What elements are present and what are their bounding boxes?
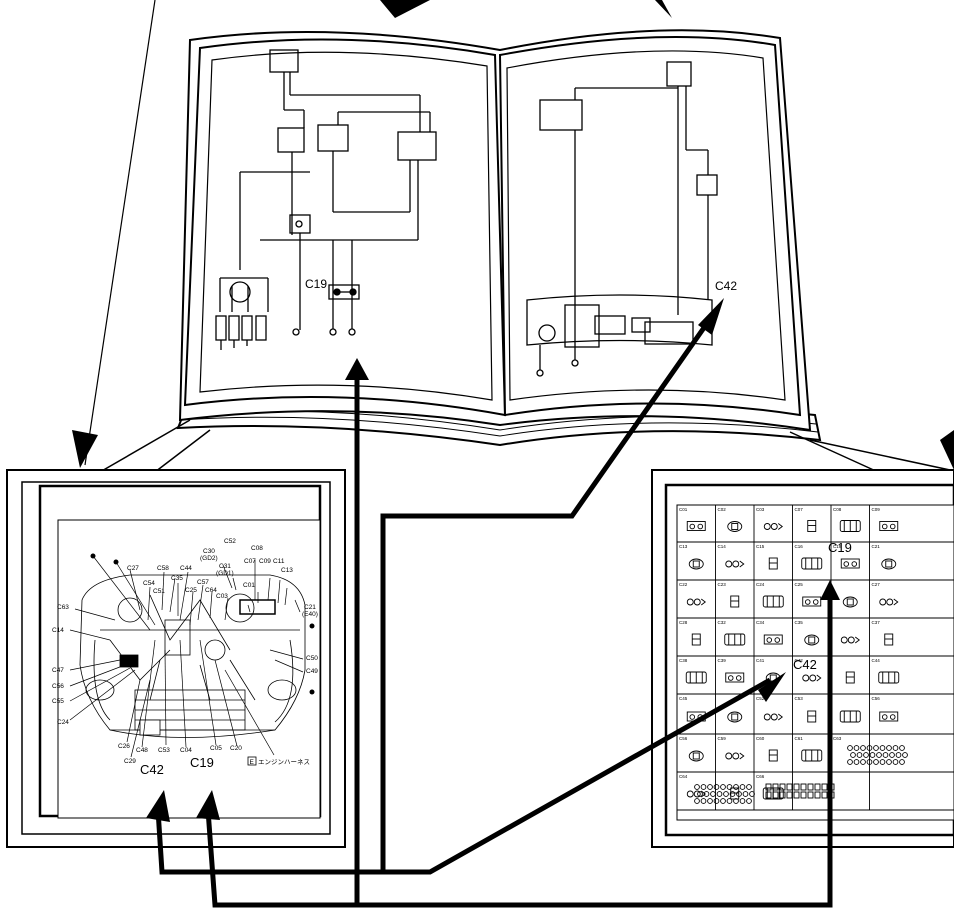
callout-gd2: (GD2) xyxy=(200,555,218,562)
callout-c25: C25 xyxy=(185,587,197,594)
connector-cell-label: C28 xyxy=(679,620,688,625)
callout-c54: C54 xyxy=(143,580,155,587)
connector-cell-label: C22 xyxy=(679,582,688,587)
callout-c07: C07 xyxy=(244,558,256,565)
right-page-connector-label: C42 xyxy=(715,279,737,293)
connector-cell-label: C09 xyxy=(872,507,881,512)
callout-c31: C31 xyxy=(219,563,231,570)
connector-cell-label: C21 xyxy=(872,544,881,549)
callout-c48: C48 xyxy=(136,747,148,754)
callout-c55: C55 xyxy=(52,698,64,705)
legend-text: エンジンハーネス xyxy=(258,758,310,766)
connector-cell-label: C35 xyxy=(795,620,804,625)
connector-cell-label: C14 xyxy=(718,544,727,549)
legend-mark: E xyxy=(250,759,255,766)
connector-cell-label: C45 xyxy=(679,696,688,701)
callout-c52: C52 xyxy=(224,538,236,545)
callout-c08: C08 xyxy=(251,545,263,552)
callout-c20: C20 xyxy=(230,745,242,752)
connector-cell-label: C41 xyxy=(756,658,765,663)
connector-cell-label: C56 xyxy=(872,696,881,701)
connector-cell-label: C37 xyxy=(872,620,881,625)
callout-c57: C57 xyxy=(197,579,209,586)
callout-c58: C58 xyxy=(157,565,169,572)
callout-dot xyxy=(114,560,119,565)
connector-cell-label: C08 xyxy=(833,507,842,512)
callout-dot xyxy=(310,690,315,695)
callout-c56: C56 xyxy=(52,683,64,690)
connector-cell-label: C13 xyxy=(679,544,688,549)
connector-cell-label: C03 xyxy=(756,507,765,512)
connector-cell-label: C59 xyxy=(718,736,727,741)
connector-cell-label: C15 xyxy=(756,544,765,549)
callout-c21: C21 xyxy=(304,604,316,611)
connector-cell-label: C63 xyxy=(833,736,842,741)
connector-cell-label: C02 xyxy=(718,507,727,512)
connector-cell-label: C66 xyxy=(756,774,765,779)
connector-cell-label: C34 xyxy=(756,620,765,625)
connector-cell-label: C53 xyxy=(795,696,804,701)
callout-c14: C14 xyxy=(52,627,64,634)
callout-c01: C01 xyxy=(243,582,255,589)
left-page-connector-label: C19 xyxy=(305,277,327,291)
connector-cell-label: C39 xyxy=(718,658,727,663)
callout-c13: C13 xyxy=(281,567,293,574)
callout-c26: C26 xyxy=(118,743,130,750)
connector-cell-label: C25 xyxy=(795,582,804,587)
callout-c44: C44 xyxy=(180,565,192,572)
callout-c05: C05 xyxy=(210,745,222,752)
connector-highlight-c42: C42 xyxy=(793,657,817,672)
connector-cell-label: C24 xyxy=(756,582,765,587)
connector-cell-label: C07 xyxy=(795,507,804,512)
connector-cell-label: C01 xyxy=(679,507,688,512)
callout-c51: C51 xyxy=(153,588,165,595)
callout-dot xyxy=(310,624,315,629)
callout-c03: C03 xyxy=(216,593,228,600)
callout-c11: C11 xyxy=(273,558,285,565)
callout-c30: C30 xyxy=(203,548,215,555)
callout-dot xyxy=(91,554,96,559)
connector-cell-label: C60 xyxy=(756,736,765,741)
callout-c47: C47 xyxy=(52,667,64,674)
callout-c49: C49 xyxy=(306,668,318,675)
connector-cell-label: C16 xyxy=(795,544,804,549)
connector-cell-label: C23 xyxy=(718,582,727,587)
engine-panel-frame xyxy=(7,470,345,847)
engine-highlight-c19: C19 xyxy=(190,755,214,770)
callout-c29: C29 xyxy=(124,758,136,765)
connector-cell-label: C64 xyxy=(679,774,688,779)
connector-cell-label: C56 xyxy=(679,736,688,741)
connector-cell-label: C38 xyxy=(679,658,688,663)
callout-c09: C09 xyxy=(259,558,271,565)
connector-cell-label: C61 xyxy=(795,736,804,741)
callout-c24: C24 xyxy=(57,719,69,726)
connector-cell-label: C27 xyxy=(872,582,881,587)
callout-c04: C04 xyxy=(180,747,192,754)
connector-cell-label: C32 xyxy=(718,620,727,625)
engine-highlight-c42: C42 xyxy=(140,762,164,777)
callout-c35: C35 xyxy=(171,575,183,582)
callout-e40: (E40) xyxy=(302,611,318,618)
open-book xyxy=(178,30,820,445)
callout-c63: C63 xyxy=(57,604,69,611)
callout-c27: C27 xyxy=(127,565,139,572)
callout-c50: C50 xyxy=(306,655,318,662)
callout-c53: C53 xyxy=(158,747,170,754)
connector-highlight-c19: C19 xyxy=(828,540,852,555)
connector-cell-label: C44 xyxy=(872,658,881,663)
callout-gd1: (GD1) xyxy=(216,570,234,577)
